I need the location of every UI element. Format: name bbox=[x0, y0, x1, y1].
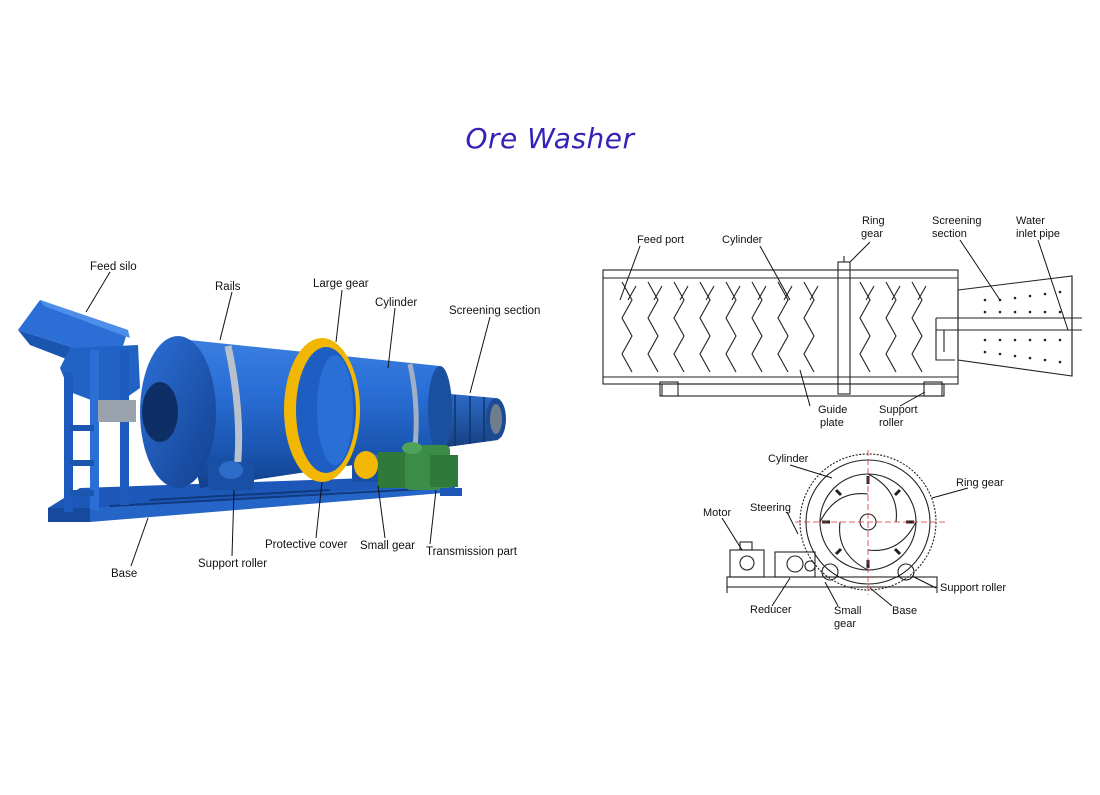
label-screening-section: Screening section bbox=[449, 305, 540, 317]
label-base: Base bbox=[111, 568, 137, 580]
label-guide-plate-2: plate bbox=[820, 417, 844, 429]
label-rails: Rails bbox=[215, 281, 241, 293]
label-cylinder: Cylinder bbox=[375, 297, 417, 309]
end-view-drawing: Cylinder Ring gear Motor Steering Suppor… bbox=[703, 450, 1006, 630]
label-end-base: Base bbox=[892, 605, 917, 617]
label-large-gear: Large gear bbox=[313, 278, 369, 290]
label-support-roller: Support roller bbox=[198, 558, 267, 570]
label-side-support-roller-1: Support bbox=[879, 404, 918, 416]
label-ring-gear-top-1: Ring bbox=[862, 215, 885, 227]
screening-drum bbox=[440, 393, 506, 448]
label-end-ring-gear: Ring gear bbox=[956, 477, 1004, 489]
label-transmission-part: Transmission part bbox=[426, 546, 518, 558]
guide-plates bbox=[621, 281, 927, 373]
label-feed-port: Feed port bbox=[637, 234, 684, 246]
label-guide-plate-1: Guide bbox=[818, 404, 847, 416]
label-motor: Motor bbox=[703, 507, 731, 519]
base-frame bbox=[48, 475, 455, 522]
label-end-cylinder: Cylinder bbox=[768, 453, 809, 465]
feed-silo bbox=[18, 300, 140, 512]
label-small-gear: Small gear bbox=[360, 540, 415, 552]
label-screening-section-1: Screening bbox=[932, 215, 982, 227]
label-ring-gear-top-2: gear bbox=[861, 228, 883, 240]
ore-washer-illustration: Feed silo Rails Large gear Cylinder Scre… bbox=[18, 261, 540, 580]
label-protective-cover: Protective cover bbox=[265, 539, 348, 551]
label-end-support-roller: Support roller bbox=[940, 582, 1006, 594]
label-small-gear-2: gear bbox=[834, 618, 856, 630]
screening-cone bbox=[935, 275, 1082, 377]
page-title: Ore Washer bbox=[465, 122, 635, 155]
label-water-inlet-2: inlet pipe bbox=[1016, 228, 1060, 240]
side-view-drawing: Feed port Cylinder Ring gear Screening s… bbox=[602, 215, 1082, 429]
label-steering: Steering bbox=[750, 502, 791, 514]
main-cylinder bbox=[140, 336, 452, 488]
label-side-support-roller-2: roller bbox=[879, 417, 904, 429]
label-small-gear-1: Small bbox=[834, 605, 862, 617]
transmission-gearbox bbox=[354, 442, 462, 496]
label-reducer: Reducer bbox=[750, 604, 792, 616]
label-water-inlet-1: Water bbox=[1016, 215, 1045, 227]
label-feed-silo: Feed silo bbox=[90, 261, 137, 273]
label-screening-section-2: section bbox=[932, 228, 967, 240]
label-side-cylinder: Cylinder bbox=[722, 234, 763, 246]
